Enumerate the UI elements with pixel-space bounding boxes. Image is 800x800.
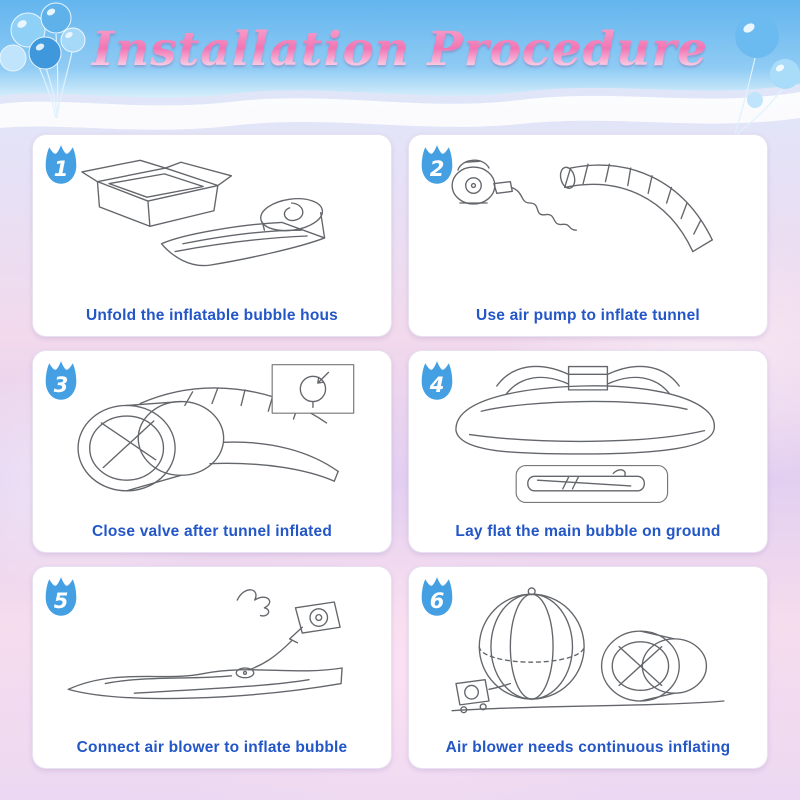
- step-number: 1: [53, 157, 69, 181]
- balloons-left-icon: [0, 2, 86, 119]
- step-number: 6: [429, 589, 445, 613]
- air-pump-illustration: [451, 159, 713, 253]
- tulip-badge-icon: [421, 145, 453, 184]
- balloons-right-icon: [734, 14, 800, 135]
- step-number-badge: 6: [419, 575, 455, 617]
- step-card-6: 6: [408, 566, 768, 769]
- step-number: 2: [429, 157, 445, 181]
- header-banner: Installation Procedure: [0, 0, 800, 135]
- step-illustration: [423, 573, 753, 730]
- step-card-3: 3: [32, 350, 392, 553]
- step-number-badge: 1: [43, 143, 79, 185]
- step-illustration: [47, 141, 377, 298]
- step-number: 3: [53, 373, 69, 397]
- page-title: Installation Procedure: [0, 22, 800, 77]
- air-blower-hose-illustration: [67, 589, 343, 700]
- step-card-2: 2: [408, 134, 768, 337]
- step-number: 5: [53, 589, 69, 613]
- open-box-illustration: [81, 159, 326, 267]
- tulip-badge-icon: [421, 577, 453, 616]
- step-card-5: 5: [32, 566, 392, 769]
- inflated-bubble-illustration: [451, 587, 725, 714]
- steps-grid: 1: [0, 122, 800, 769]
- step-caption: Air blower needs continuous inflating: [445, 739, 731, 756]
- tulip-badge-icon: [45, 361, 77, 400]
- tulip-badge-icon: [45, 577, 77, 616]
- step-number-badge: 3: [43, 359, 79, 401]
- step-illustration: [47, 357, 377, 514]
- tunnel-valve-illustration: [77, 364, 355, 492]
- step-caption: Connect air blower to inflate bubble: [76, 739, 348, 756]
- step-number: 4: [429, 373, 445, 397]
- header-wave-background: [0, 0, 800, 130]
- step-illustration: [423, 357, 753, 514]
- step-illustration: [47, 573, 377, 730]
- step-number-badge: 5: [43, 575, 79, 617]
- step-card-1: 1: [32, 134, 392, 337]
- step-card-4: 4: [408, 350, 768, 553]
- flat-bubble-illustration: [455, 365, 715, 504]
- step-number-badge: 4: [419, 359, 455, 401]
- step-number-badge: 2: [419, 143, 455, 185]
- step-caption: Unfold the inflatable bubble hous: [85, 307, 338, 324]
- tulip-badge-icon: [45, 145, 77, 184]
- step-illustration: [423, 141, 753, 298]
- step-caption: Use air pump to inflate tunnel: [476, 307, 700, 324]
- tulip-badge-icon: [421, 361, 453, 400]
- step-caption: Close valve after tunnel inflated: [91, 523, 333, 540]
- step-caption: Lay flat the main bubble on ground: [455, 523, 721, 540]
